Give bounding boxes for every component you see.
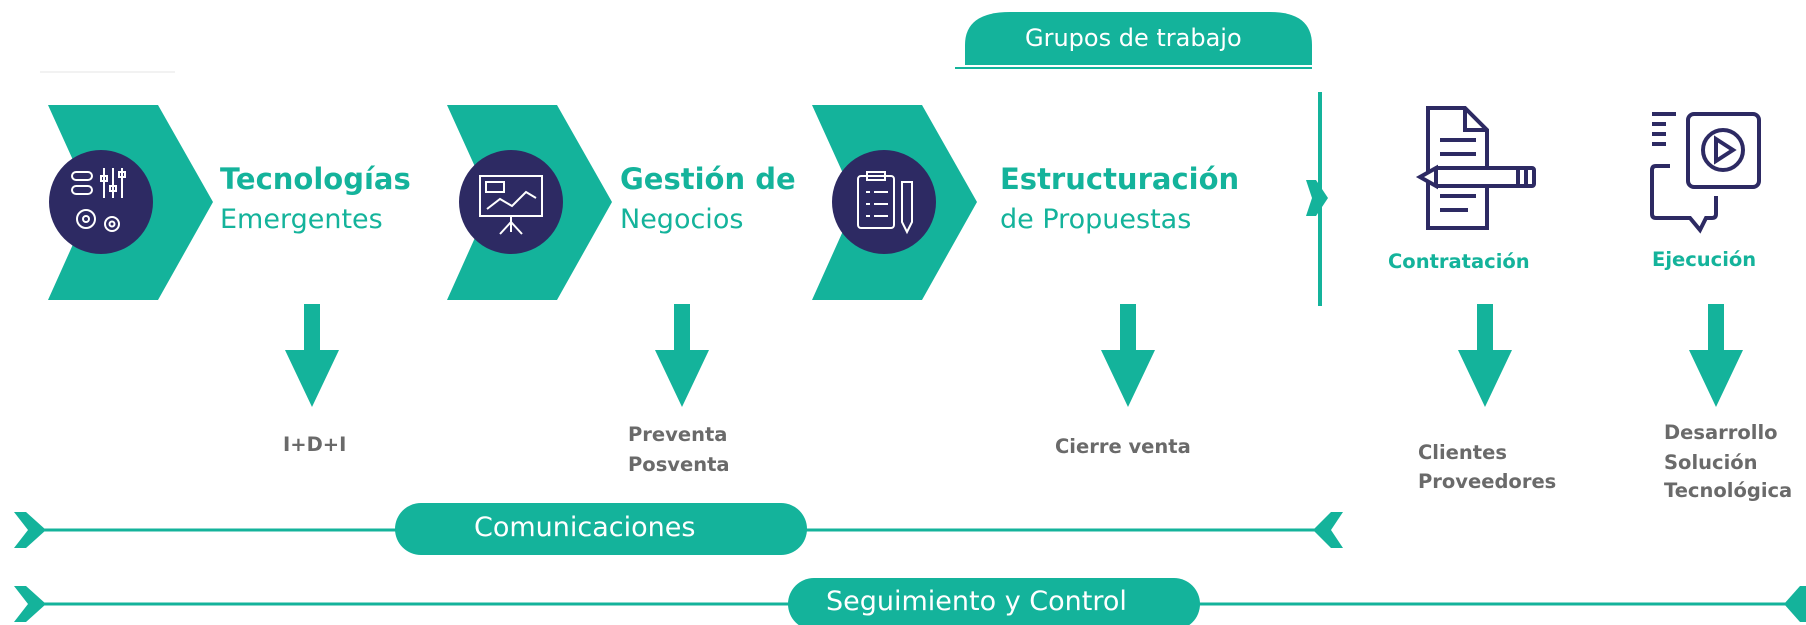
down-arrow-5 xyxy=(1689,304,1743,407)
header-tab-label: Grupos de trabajo xyxy=(1025,24,1242,52)
tracking-left-cap xyxy=(14,586,46,622)
phase-2-output-3: Tecnológica xyxy=(1664,479,1793,502)
communications-label: Comunicaciones xyxy=(474,512,696,543)
gears-sliders-icon xyxy=(71,168,126,232)
stage-3-subtitle: de Propuestas xyxy=(1000,204,1192,235)
down-arrow-2 xyxy=(655,304,709,407)
stage-circle-2 xyxy=(459,150,563,254)
communications-right-cap xyxy=(1313,512,1343,548)
stage-circle-1 xyxy=(49,150,153,254)
phase-1-title: Contratación xyxy=(1388,250,1530,273)
communications-pill xyxy=(395,503,807,555)
tracking-right-cap xyxy=(1784,586,1806,622)
document-pen-icon xyxy=(857,171,913,235)
contract-document-icon xyxy=(1415,106,1536,230)
phase-2-output-1: Desarrollo xyxy=(1664,421,1778,444)
down-arrow-1 xyxy=(285,304,339,407)
stage-circle-3 xyxy=(832,150,936,254)
stage-2-output-1: Preventa xyxy=(628,423,728,446)
tracking-label: Seguimiento y Control xyxy=(826,586,1127,617)
phase-2-title: Ejecución xyxy=(1652,248,1757,271)
communications-left-cap xyxy=(14,512,46,548)
phase-1-output-2: Proveedores xyxy=(1418,470,1557,493)
stage-3-title: Estructuración xyxy=(1000,162,1240,196)
video-chat-icon xyxy=(1650,112,1761,234)
tracking-pill xyxy=(788,578,1200,625)
stage-1-subtitle: Emergentes xyxy=(220,204,383,235)
divider-chevron xyxy=(1306,180,1328,216)
down-arrow-4 xyxy=(1458,304,1512,407)
stage-2-title: Gestión de xyxy=(620,162,796,196)
phase-2-output-2: Solución xyxy=(1664,451,1758,474)
stage-1-title: Tecnologías xyxy=(220,162,411,196)
stage-3-output: Cierre venta xyxy=(1055,435,1191,458)
phase-1-output-1: Clientes xyxy=(1418,441,1507,464)
down-arrow-3 xyxy=(1101,304,1155,407)
presentation-board-icon xyxy=(479,175,543,235)
stage-1-output: I+D+I xyxy=(283,433,347,456)
stage-2-subtitle: Negocios xyxy=(620,204,744,235)
down-arrows xyxy=(285,304,1743,407)
stage-2-output-2: Posventa xyxy=(628,453,730,476)
header-tab-shape xyxy=(965,12,1312,65)
